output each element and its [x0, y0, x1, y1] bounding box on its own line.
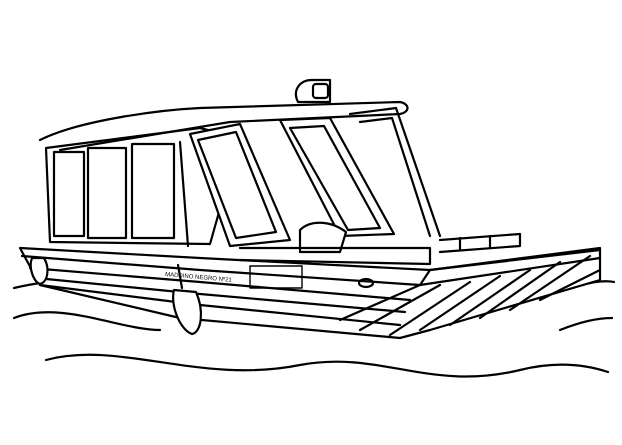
fenders: [29, 256, 202, 336]
cabin-window: [130, 142, 176, 240]
hull-panel: [249, 265, 303, 289]
cabin: [38, 100, 522, 266]
beacon-light: [294, 78, 332, 104]
cabin-window: [52, 150, 86, 238]
fender-side: [172, 288, 202, 336]
fender-front: [29, 256, 49, 286]
hull-port: [357, 277, 375, 289]
cabin-window: [86, 146, 128, 240]
